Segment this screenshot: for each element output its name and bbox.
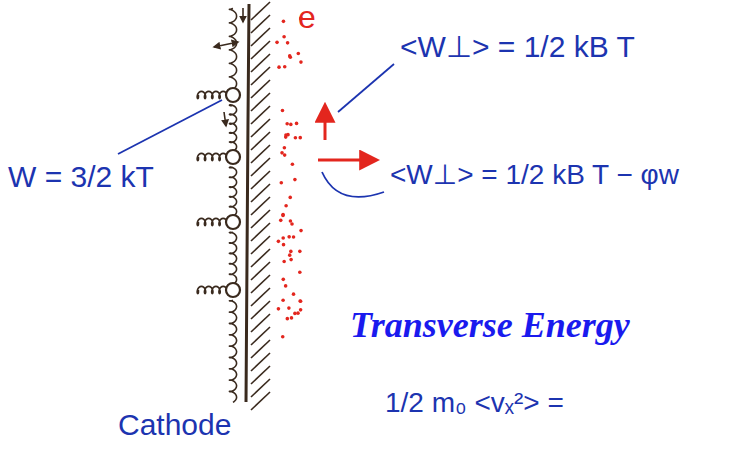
cathode-wall [246, 2, 270, 410]
electron-dot [281, 298, 285, 302]
vibration-arrow [214, 42, 238, 47]
electron-dot [290, 316, 294, 320]
electron-dot [289, 258, 293, 262]
spring [197, 153, 227, 160]
leader-line [322, 172, 384, 197]
electron-dot [287, 306, 291, 310]
electron-dot [293, 312, 297, 316]
electron-dot [299, 299, 303, 303]
electron-dot [298, 250, 302, 254]
hatching [251, 2, 270, 410]
electron-dot [284, 284, 288, 288]
spring [229, 232, 236, 284]
electron-dot [292, 292, 296, 296]
electron-dot [294, 136, 298, 140]
vibration-arrow [224, 112, 226, 126]
electron-dot [280, 151, 284, 155]
energy-formula: 1/2 m₀ <vₓ²> = [385, 388, 564, 419]
electron-dot [281, 236, 285, 240]
hatch-line [251, 392, 270, 410]
spring [229, 8, 236, 89]
electron-dot [283, 65, 287, 69]
electron-dot [286, 317, 290, 321]
electron-dot [283, 146, 287, 150]
cathode-label: Cathode [118, 408, 231, 441]
electron-dot [275, 41, 279, 45]
electron-dot [288, 196, 292, 200]
electron-dot [281, 214, 285, 218]
electron-dot [281, 213, 285, 217]
electron-dot [298, 136, 302, 140]
electron-dot [282, 260, 286, 264]
normal-arrow [318, 159, 376, 162]
leader-line [118, 100, 222, 154]
electron-dot [280, 181, 284, 185]
electron-dot [277, 240, 281, 244]
electron-dot [286, 133, 290, 137]
electron-dot [289, 250, 293, 254]
atom [226, 283, 240, 297]
spring [197, 91, 227, 98]
atom [226, 215, 240, 229]
electron-dot [296, 52, 300, 56]
electron-dot [299, 229, 303, 233]
electron-dot [299, 60, 303, 64]
electron-dot [295, 122, 299, 126]
heading-label: Transverse Energy [350, 306, 630, 346]
transverse-arrow [324, 106, 327, 140]
electron-dot [282, 243, 286, 247]
electron-dot [296, 311, 300, 315]
electron-dot [284, 204, 288, 208]
electron-dot [298, 299, 302, 303]
electron-dot [282, 35, 286, 39]
spring [229, 167, 236, 216]
electron-label: e [298, 0, 316, 35]
leader-line [338, 64, 394, 112]
energy-formula: W = 3/2 kT [8, 160, 154, 193]
electron-dot [285, 122, 289, 126]
spring [197, 218, 227, 225]
electron-cloud [275, 16, 303, 338]
vibration-arrow [242, 8, 244, 22]
electron-dot [293, 178, 297, 182]
atom [226, 150, 240, 164]
electron-dot [299, 308, 303, 312]
spring [229, 300, 236, 402]
electron-dot [282, 20, 286, 24]
springs [197, 8, 236, 402]
electron-dot [279, 219, 283, 223]
electron-dot [291, 162, 295, 166]
electron-dot [289, 123, 293, 127]
atom [226, 88, 240, 102]
electron-dot [289, 219, 293, 223]
electron-dot [288, 54, 292, 58]
electron-dot [281, 335, 285, 339]
spring [197, 286, 227, 293]
electron-dot [281, 109, 285, 113]
electron-dot [287, 235, 291, 239]
energy-formula: <W⊥> = 1/2 kB T [400, 30, 635, 63]
electron-dot [277, 65, 281, 69]
spring [229, 105, 236, 151]
electron-dot [292, 235, 296, 239]
energy-formula: <W⊥> = 1/2 kB T − φw [390, 160, 679, 191]
electron-dot [288, 253, 292, 257]
cathode-surface [246, 4, 249, 402]
electron-dot [277, 307, 281, 311]
vibration-arrows [214, 8, 243, 126]
electron-dot [286, 41, 290, 45]
electron-dot [298, 271, 302, 275]
lattice-atoms [226, 88, 240, 297]
electron-dot [281, 278, 285, 282]
